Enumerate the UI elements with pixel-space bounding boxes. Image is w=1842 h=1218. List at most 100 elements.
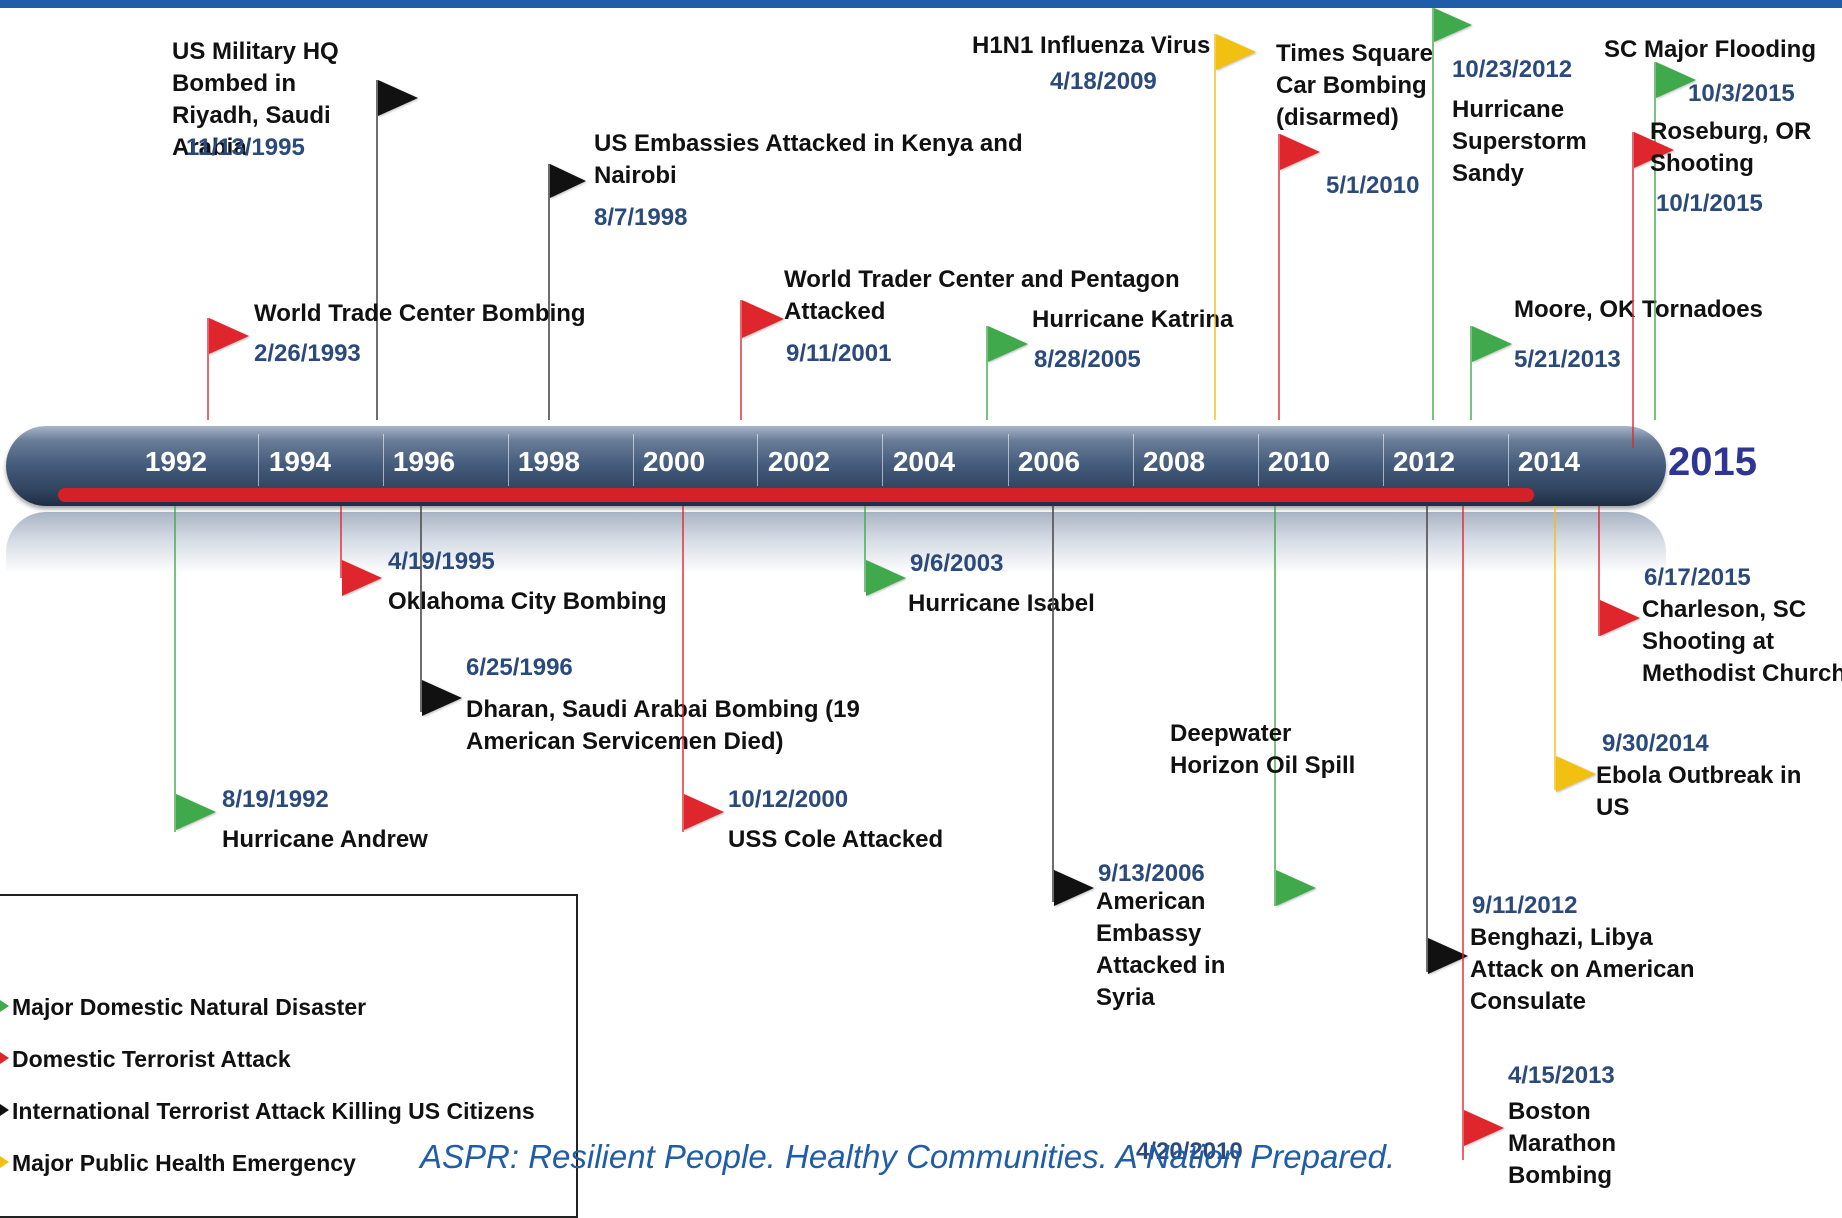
flag-pole bbox=[1632, 132, 1634, 448]
event-title: Car Bombing bbox=[1276, 72, 1427, 99]
flag-pole bbox=[1274, 506, 1276, 906]
year-label: 1992 bbox=[144, 446, 208, 477]
flag-pole bbox=[682, 506, 684, 832]
year-label: 1994 bbox=[268, 446, 332, 477]
event-title: Hurricane Katrina bbox=[1032, 306, 1234, 333]
flag-pole bbox=[548, 164, 550, 420]
domestic-terror-flag-icon bbox=[742, 300, 784, 338]
green-flag-icon bbox=[0, 1000, 9, 1012]
natural-disaster-flag-icon bbox=[866, 560, 906, 596]
event-date: 4/20/2010 bbox=[1136, 1138, 1243, 1165]
event-title: (disarmed) bbox=[1276, 104, 1399, 131]
international-terror-flag-icon bbox=[550, 164, 586, 198]
year-separator bbox=[1258, 434, 1259, 486]
public-health-flag-icon bbox=[1556, 756, 1596, 792]
year-label: 2000 bbox=[642, 446, 706, 477]
flag-pole bbox=[1462, 506, 1464, 1160]
event-title: Superstorm bbox=[1452, 128, 1587, 155]
year-separator bbox=[383, 434, 384, 486]
event-title: Roseburg, OR bbox=[1650, 118, 1812, 145]
event-date: 9/6/2003 bbox=[910, 550, 1004, 577]
year-separator bbox=[882, 434, 883, 486]
timeline-end-year: 2015 bbox=[1668, 440, 1757, 484]
natural-disaster-flag-icon bbox=[1276, 870, 1316, 906]
natural-disaster-flag-icon bbox=[1656, 62, 1696, 98]
event-title: SC Major Flooding bbox=[1604, 36, 1816, 63]
event-title: Hurricane bbox=[1452, 96, 1565, 123]
event-date: 9/13/2006 bbox=[1098, 860, 1205, 887]
event-title: Syria bbox=[1096, 984, 1155, 1011]
year-label: 2014 bbox=[1517, 446, 1581, 477]
event-title: Dharan, Saudi Arabai Bombing (19 bbox=[466, 696, 860, 723]
event-title: Boston bbox=[1508, 1098, 1591, 1125]
event-title: Shooting at bbox=[1642, 628, 1774, 655]
event-title: American Servicemen Died) bbox=[466, 728, 784, 755]
event-date: 6/17/2015 bbox=[1644, 564, 1751, 591]
event-date: 5/1/2010 bbox=[1326, 172, 1420, 199]
international-terror-flag-icon bbox=[1428, 938, 1468, 974]
event-title: Ebola Outbreak in bbox=[1596, 762, 1802, 789]
flag-pole bbox=[207, 318, 209, 420]
event-title: US Embassies Attacked in Kenya and bbox=[594, 130, 1023, 157]
flag-pole bbox=[1278, 134, 1280, 420]
event-date: 9/11/2001 bbox=[786, 340, 892, 367]
domestic-terror-flag-icon bbox=[1634, 132, 1674, 168]
flag-pole bbox=[1470, 326, 1472, 420]
year-separator bbox=[1383, 434, 1384, 486]
natural-disaster-flag-icon bbox=[176, 794, 216, 830]
legend: Major Domestic Natural Disaster Domestic… bbox=[0, 894, 578, 1218]
event-title: Attacked bbox=[784, 298, 886, 325]
event-title: Deepwater bbox=[1170, 720, 1292, 747]
domestic-terror-flag-icon bbox=[1280, 134, 1320, 170]
year-separator bbox=[258, 434, 259, 486]
natural-disaster-flag-icon bbox=[1472, 326, 1512, 362]
timeline-reflection bbox=[6, 512, 1666, 574]
flag-pole bbox=[1598, 506, 1600, 636]
red-flag-icon bbox=[0, 1052, 9, 1064]
event-date: 8/7/1998 bbox=[594, 204, 688, 231]
event-title: H1N1 Influenza Virus bbox=[972, 32, 1211, 59]
year-label: 1996 bbox=[392, 446, 456, 477]
year-label: 2010 bbox=[1267, 446, 1331, 477]
domestic-terror-flag-icon bbox=[342, 560, 382, 596]
year-separator bbox=[1133, 434, 1134, 486]
year-separator bbox=[1508, 434, 1509, 486]
event-title: Arabia bbox=[172, 134, 247, 161]
event-title: US Military HQ bbox=[172, 38, 339, 65]
legend-label: Major Domestic Natural Disaster bbox=[12, 994, 367, 1020]
black-flag-icon bbox=[0, 1104, 9, 1116]
international-terror-flag-icon bbox=[1054, 870, 1094, 906]
year-separator bbox=[633, 434, 634, 486]
legend-label: Domestic Terrorist Attack bbox=[12, 1046, 291, 1072]
domestic-terror-flag-icon bbox=[209, 318, 249, 354]
flag-pole bbox=[1214, 34, 1216, 420]
event-title: American bbox=[1096, 888, 1206, 915]
flag-pole bbox=[1426, 506, 1428, 972]
event-title: USS Cole Attacked bbox=[728, 826, 944, 853]
flag-pole bbox=[1554, 506, 1556, 790]
event-date: 9/30/2014 bbox=[1602, 730, 1709, 757]
flag-pole bbox=[740, 300, 742, 420]
flag-pole bbox=[986, 326, 988, 420]
event-date: 9/11/2012 bbox=[1472, 892, 1578, 919]
event-title: Benghazi, Libya bbox=[1470, 924, 1653, 951]
event-date: 4/15/2013 bbox=[1508, 1062, 1615, 1089]
event-title: Methodist Church bbox=[1642, 660, 1842, 687]
year-separator bbox=[757, 434, 758, 486]
event-title: Hurricane Isabel bbox=[908, 590, 1095, 617]
year-separator bbox=[1008, 434, 1009, 486]
event-title: Hurricane Andrew bbox=[222, 826, 428, 853]
domestic-terror-flag-icon bbox=[1600, 600, 1640, 636]
flag-pole bbox=[1432, 8, 1434, 420]
event-title: World Trader Center and Pentagon bbox=[784, 266, 1180, 293]
timeline-red-span bbox=[58, 488, 1534, 502]
flag-pole bbox=[420, 506, 422, 712]
event-title: Riyadh, Saudi bbox=[172, 102, 331, 129]
event-title: Attacked in bbox=[1096, 952, 1226, 979]
legend-label: International Terrorist Attack Killing U… bbox=[12, 1098, 535, 1124]
flag-pole bbox=[340, 506, 342, 578]
event-date: 10/3/2015 bbox=[1688, 80, 1795, 107]
event-title: Embassy bbox=[1096, 920, 1202, 947]
event-title: Marathon bbox=[1508, 1130, 1616, 1157]
flag-pole bbox=[864, 506, 866, 592]
